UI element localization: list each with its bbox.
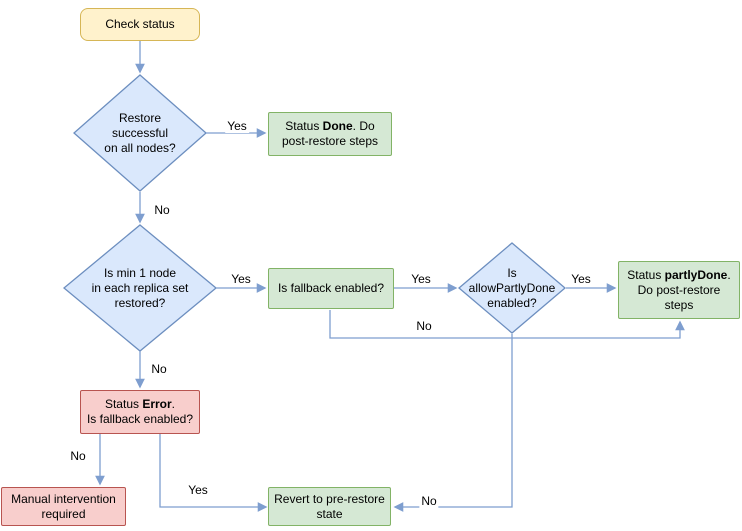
node-restore-successful-label: Restore successful on all nodes? — [104, 110, 176, 155]
diamond-restore-successful — [73, 74, 207, 192]
edge-label-min-yes: Yes — [229, 272, 253, 286]
node-status-partly-done: Status partlyDone. Do post-restore steps — [618, 261, 740, 319]
node-min-one-node: Is min 1 node in each replica set restor… — [64, 225, 216, 351]
edge-error-yes — [159, 434, 268, 512]
node-check-status: Check status — [80, 8, 200, 41]
edge-label-error-no: No — [68, 449, 88, 463]
edge-label-restore-yes: Yes — [225, 119, 249, 133]
edge-label-min-no: No — [149, 362, 169, 376]
node-revert: Revert to pre-restore state — [268, 487, 391, 526]
node-manual-intervention-label: Manual intervention required — [11, 491, 116, 521]
node-status-error-label: Status Error. Is fallback enabled? — [86, 397, 194, 426]
edge-label-fallback-yes: Yes — [409, 272, 433, 286]
node-fallback-enabled: Is fallback enabled? — [268, 268, 394, 309]
edge-label-error-yes: Yes — [186, 483, 210, 497]
node-manual-intervention: Manual intervention required — [1, 487, 126, 526]
node-status-partly-done-label: Status partlyDone. Do post-restore steps — [627, 267, 731, 312]
edge-fallback-no — [329, 310, 685, 339]
node-restore-successful: Restore successful on all nodes? — [74, 75, 206, 191]
edge-label-fallback-no: No — [414, 319, 434, 333]
node-revert-label: Revert to pre-restore state — [274, 491, 385, 521]
node-allow-partly-done: Is allowPartlyDone enabled? — [451, 243, 573, 333]
edge-label-restore-no: No — [152, 203, 172, 217]
diamond-allow-partly-done — [457, 242, 567, 334]
node-check-status-label: Check status — [105, 17, 175, 31]
node-status-error: Status Error. Is fallback enabled? — [80, 390, 200, 434]
node-fallback-enabled-label: Is fallback enabled? — [277, 281, 385, 295]
node-min-one-node-label: Is min 1 node in each replica set restor… — [91, 265, 189, 310]
node-allow-partly-done-label: Is allowPartlyDone enabled? — [468, 265, 556, 310]
edge-allow-no — [393, 334, 513, 512]
edge-label-allow-yes: Yes — [569, 272, 593, 286]
node-status-done-label: Status Done. Do post-restore steps — [281, 119, 379, 148]
edge-label-allow-no: No — [419, 494, 439, 508]
node-status-done: Status Done. Do post-restore steps — [268, 112, 392, 156]
